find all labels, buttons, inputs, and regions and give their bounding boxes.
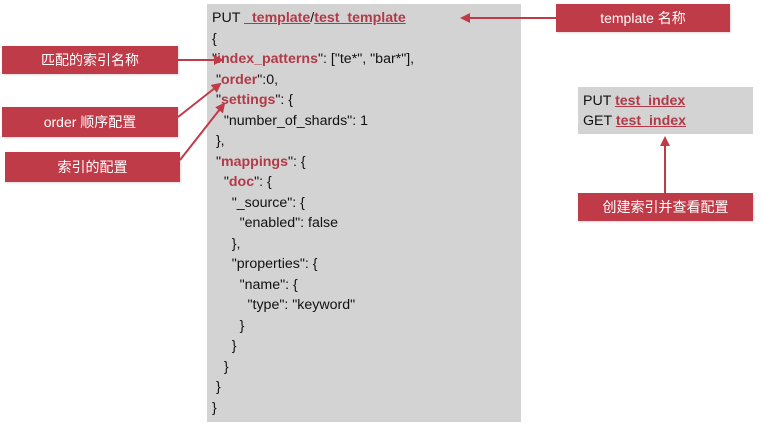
code-text: GET [583,113,616,129]
code-text: " [212,92,221,108]
code-line: "number_of_shards": 1 [212,111,368,131]
code-line: "enabled": false [212,213,338,233]
code-line: }, [212,131,225,151]
code-line: "doc": { [212,172,272,192]
code-line: "type": "keyword" [212,295,355,315]
code-line: PUT _template/test_template [212,8,406,28]
arrow-settings [179,102,226,161]
code-keyword: order [220,71,258,88]
code-keyword: _template [244,10,311,26]
code-text: "_source": { [212,194,305,211]
code-line: "mappings": { [212,152,306,172]
label-settings: 索引的配置 [5,152,180,182]
code-line: } [212,316,245,336]
code-line: { [212,29,217,49]
arrow-order [177,82,222,118]
code-text: } [212,379,221,395]
code-line: } [212,398,217,418]
label-order: order 顺序配置 [2,107,178,137]
code-text: "properties": { [212,256,318,272]
code-text: "name": { [212,276,298,293]
code-panel: PUT _template/test_template{"index_patte… [207,4,521,422]
code-text: " [212,153,221,170]
code-line: } [212,377,221,397]
code-text: "enabled": false [212,215,339,231]
code-text: ": { [275,92,294,108]
code-line: PUT test_index [583,91,685,111]
code-keyword: doc [228,174,255,190]
code-line: }, [212,234,241,254]
code-line: GET test_index [583,111,686,131]
code-keyword: settings [220,92,276,108]
code-text: ": ["te*", "bar*"], [317,51,415,67]
label-index-match: 匹配的索引名称 [2,46,178,74]
code-text: { [212,30,217,47]
code-text: } [212,358,229,375]
code-text: PUT [583,93,616,109]
code-text: / [310,10,315,26]
label-create-view: 创建索引并查看配置 [578,193,753,221]
code-keyword: test_index [615,93,686,109]
code-line: "settings": { [212,90,293,110]
code-text: "type": "keyword" [212,297,356,313]
code-text: } [212,317,245,334]
code-keyword: index_patterns [217,51,318,67]
code-text: " [212,174,229,190]
code-text: ": { [254,174,272,190]
label-template-name: template 名称 [556,4,730,32]
code-line: } [212,336,237,356]
code-text: " [212,71,221,88]
code-line: "_source": { [212,193,305,213]
code-keyword: test_index [615,113,687,129]
code-text: "number_of_shards": 1 [212,112,368,129]
code-line: "order":0, [212,70,278,90]
code-line: "properties": { [212,254,318,274]
code-text: PUT [212,10,245,26]
code-text: ": { [288,153,306,170]
code-text: }, [212,235,241,252]
code-line: "index_patterns": ["te*", "bar*"], [212,49,414,69]
code-text: } [212,399,217,416]
code-keyword: test_template [314,10,406,26]
code-text: } [212,338,237,354]
code-text: }, [212,133,225,149]
code-text: ":0, [257,71,279,88]
code-keyword: mappings [220,153,288,170]
code-line: } [212,357,229,377]
code-line: "name": { [212,275,298,295]
